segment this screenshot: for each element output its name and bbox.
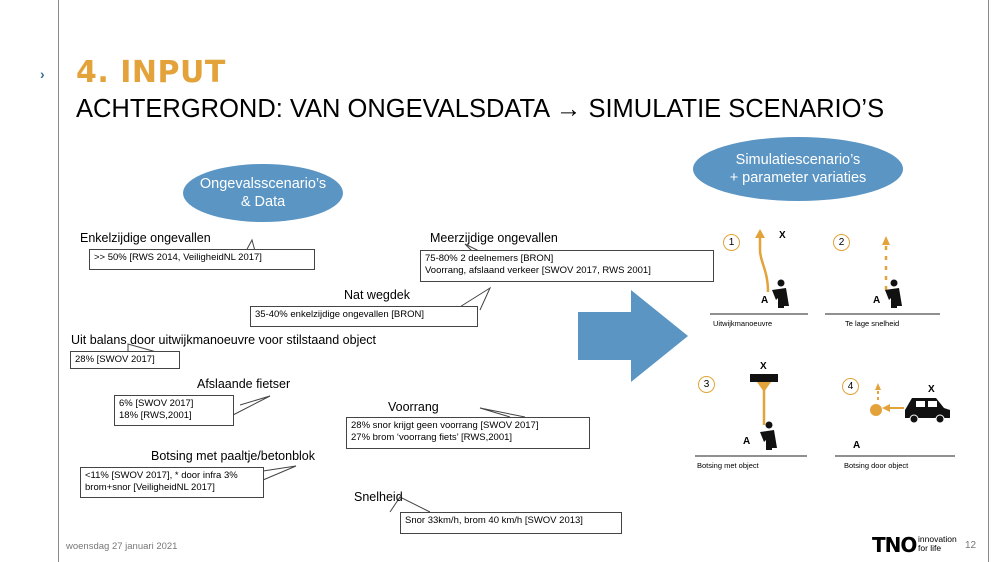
section-title: 4. INPUT xyxy=(76,55,226,90)
box-botsing-paaltje: <11% [SWOV 2017], * door infra 3% brom+s… xyxy=(80,467,264,498)
label-botsing-paaltje: Botsing met paaltje/betonblok xyxy=(151,449,315,463)
slide-title: ACHTERGROND: VAN ONGEVALSDATA → SIMULATI… xyxy=(76,95,885,123)
marker-x-4: X xyxy=(928,384,935,395)
scooter-icon xyxy=(885,279,902,308)
box-uit-balans: 28% [SWOV 2017] xyxy=(70,351,180,369)
label-voorrang: Voorrang xyxy=(388,400,439,414)
marker-a-1: A xyxy=(761,295,769,306)
label-enkelzijdige: Enkelzijdige ongevallen xyxy=(80,231,211,245)
caption-scenario-3: Botsing met object xyxy=(697,461,759,470)
logo-tagline: innovation for life xyxy=(918,534,957,553)
scenario-number-3: 3 xyxy=(698,376,715,393)
footer-date: woensdag 27 januari 2021 xyxy=(66,541,178,552)
label-nat-wegdek: Nat wegdek xyxy=(344,288,411,302)
caption-scenario-1: Uitwijkmanoeuvre xyxy=(713,319,773,328)
box-voorrang: 28% snor krijgt geen voorrang [SWOV 2017… xyxy=(346,417,590,449)
slide-border-left xyxy=(58,0,59,562)
marker-x-1: X xyxy=(779,230,786,241)
label-uit-balans: Uit balans door uitwijkmanoeuvre voor st… xyxy=(71,333,377,347)
scenario-number-4: 4 xyxy=(842,378,859,395)
ellipse-simulatiescenarios: Simulatiescenario’s + parameter variatie… xyxy=(693,137,903,201)
big-arrow-right xyxy=(578,290,688,382)
page-number: 12 xyxy=(965,540,977,551)
obstacle-icon xyxy=(750,374,778,382)
marker-a-4: A xyxy=(853,440,861,451)
caption-scenario-2: Te lage snelheid xyxy=(845,319,900,328)
box-afslaande-fietser: 6% [SWOV 2017] 18% [RWS,2001] xyxy=(114,395,234,426)
tno-logo: TNO xyxy=(872,533,917,557)
box-nat-wegdek: 35-40% enkelzijdige ongevallen [BRON] xyxy=(250,306,478,327)
label-afslaande-fietser: Afslaande fietser xyxy=(197,377,291,391)
scooter-icon xyxy=(772,279,789,308)
box-snelheid: Snor 33km/h, brom 40 km/h [SWOV 2013] xyxy=(400,512,622,534)
chevron-right-icon: › xyxy=(40,66,45,82)
ellipse-ongevalsscenarios: Ongevalsscenario’s & Data xyxy=(183,164,343,222)
scooter-icon xyxy=(760,421,777,450)
box-enkelzijdige: >> 50% [RWS 2014, VeiligheidNL 2017] xyxy=(89,249,315,270)
scenario-number-1: 1 xyxy=(723,234,740,251)
scenario-number-2: 2 xyxy=(833,234,850,251)
car-icon xyxy=(905,398,950,424)
label-meerzijdige: Meerzijdige ongevallen xyxy=(430,231,558,245)
label-snelheid: Snelheid xyxy=(354,490,403,504)
marker-a-2: A xyxy=(873,295,881,306)
marker-a-3: A xyxy=(743,436,751,447)
caption-scenario-4: Botsing door object xyxy=(844,461,909,470)
marker-x-3: X xyxy=(760,361,767,372)
swerve-path-icon xyxy=(758,236,770,293)
slide-border-right xyxy=(988,0,989,562)
box-meerzijdige: 75-80% 2 deelnemers [BRON] Voorrang, afs… xyxy=(420,250,714,282)
